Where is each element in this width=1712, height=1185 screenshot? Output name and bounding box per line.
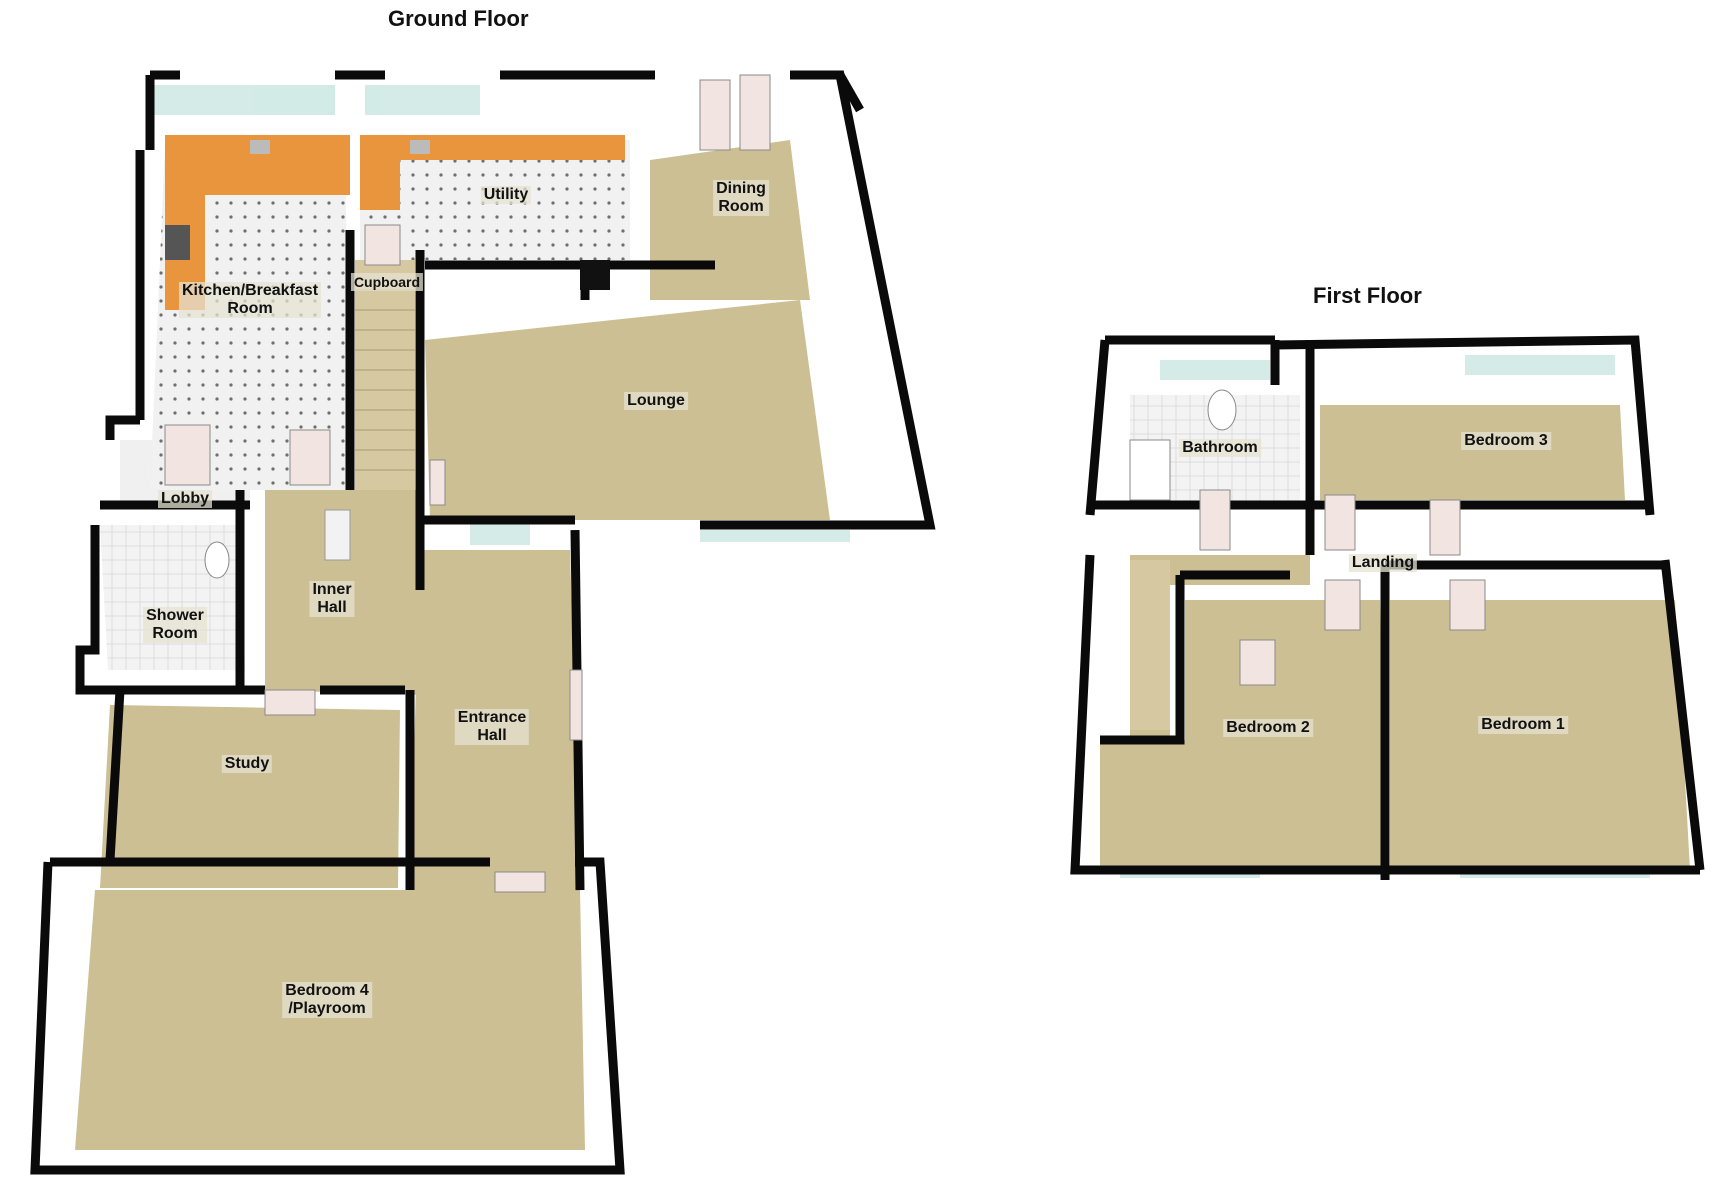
room-label-study: Study <box>221 755 273 773</box>
first-floor-title: First Floor <box>1313 283 1422 308</box>
fireplace-icon <box>580 260 610 290</box>
walls-first <box>1070 335 1705 880</box>
chimney-breast <box>324 509 351 561</box>
windows-ground <box>150 85 850 545</box>
room-label-utility: Utility <box>480 186 532 204</box>
floor-bedroom4 <box>75 890 585 1150</box>
sink-icon <box>250 140 270 154</box>
doors-ground <box>164 74 771 893</box>
room-label-lounge: Lounge <box>624 392 688 410</box>
bath-icon <box>1129 439 1171 501</box>
stairs-first <box>1130 560 1170 730</box>
floor-bedroom1 <box>1390 600 1690 870</box>
worktop-kitchen <box>165 135 350 310</box>
floor-bedroom3 <box>1320 405 1625 500</box>
toilet-icon-first <box>1207 389 1237 431</box>
first-floor <box>1070 335 1705 880</box>
room-label-bedroom1: Bedroom 1 <box>1478 716 1568 734</box>
room-label-landing: Landing <box>1348 554 1418 572</box>
floor-lounge <box>425 300 830 520</box>
ground-floor-title: Ground Floor <box>388 6 529 31</box>
sink-icon-utility <box>410 140 430 154</box>
floor-study <box>100 705 400 888</box>
room-label-bedroom4: Bedroom 4/Playroom <box>282 982 372 1018</box>
floor-dining <box>650 140 810 300</box>
room-label-bedroom3: Bedroom 3 <box>1461 432 1551 450</box>
room-label-cupboard: Cupboard <box>350 273 424 291</box>
room-label-lobby: Lobby <box>158 490 212 508</box>
fixtures-ground <box>165 140 610 579</box>
hob-icon <box>165 225 190 260</box>
stairs-ground <box>355 260 415 490</box>
room-label-bedroom2: Bedroom 2 <box>1223 719 1313 737</box>
room-label-bathroom: Bathroom <box>1179 439 1261 457</box>
toilet-icon <box>204 541 230 579</box>
doors-first <box>1199 489 1486 686</box>
